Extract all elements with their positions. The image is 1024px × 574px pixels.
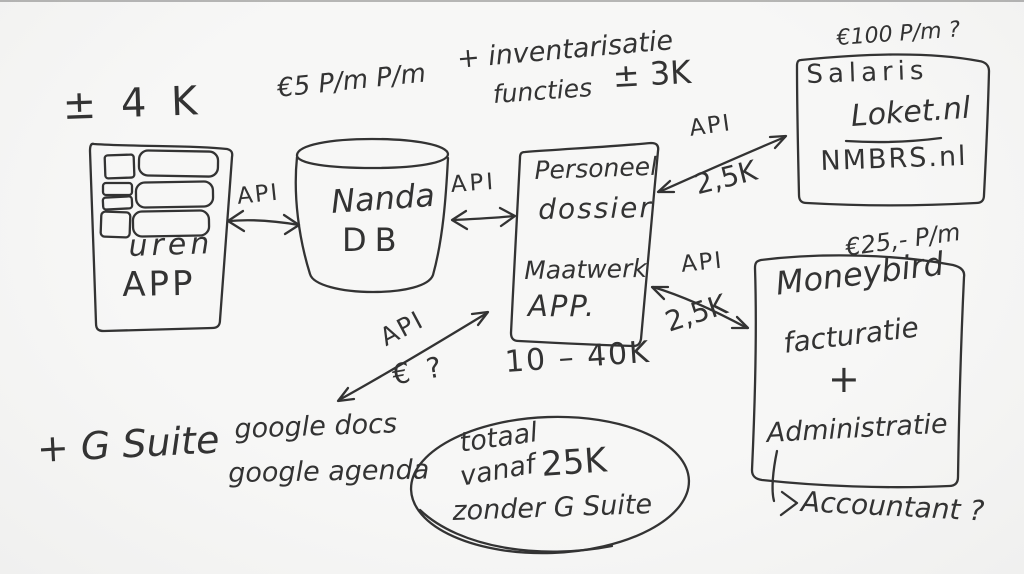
arrow-personeel-moneybird <box>651 285 749 330</box>
uren-app-label-line2: APP <box>121 263 196 305</box>
personeel-line3: Maatwerk <box>523 253 648 285</box>
arrow-db-personeel-head-left <box>450 209 469 231</box>
arrow-db-personeel-label: API <box>449 168 497 198</box>
arrow-personeel-google-head-left <box>336 386 356 403</box>
arrow-personeel-salaris-head-left <box>656 179 676 194</box>
arrow-uren-db-label: API <box>235 179 281 210</box>
uren-app-wireframe-cell <box>103 153 136 180</box>
arrow-uren-db <box>227 219 301 227</box>
uren-app-wireframe-bar <box>134 180 215 209</box>
moneybird-box <box>750 254 966 489</box>
db-cylinder-top <box>295 137 450 170</box>
arrow-db-personeel <box>451 214 516 222</box>
google-docs-label: google docs <box>233 408 398 445</box>
salaris-line3: NMBRS.nl <box>819 140 969 177</box>
salaris-box <box>795 53 991 207</box>
loket-underline <box>844 136 943 144</box>
arrow-personeel-moneybird-label: API <box>679 247 725 278</box>
total-circle-overdraw <box>418 508 614 553</box>
uren-app-box <box>88 142 234 333</box>
personeel-line1: Personeel <box>533 151 658 185</box>
accountant-elbow-arrow <box>771 449 779 503</box>
salaris-line2: Loket.nl <box>849 90 972 134</box>
inventarisatie-cost: ± 3K <box>611 52 693 95</box>
uren-app-wireframe-bar <box>131 209 211 238</box>
salaris-line1: Salaris <box>805 55 929 90</box>
total-line2b: 25K <box>539 440 608 485</box>
uren-app-label-line1: uren <box>127 226 214 264</box>
db-label-line1: Nanda <box>329 175 436 221</box>
db-cylinder-body <box>294 155 450 294</box>
inventarisatie-line2: functies <box>491 73 594 109</box>
uren-app-wireframe-cell <box>101 195 134 211</box>
moneybird-line3: + <box>828 357 860 401</box>
total-circle <box>409 415 691 555</box>
arrow-uren-db-head-left <box>226 209 246 233</box>
arrow-personeel-moneybird-head-left <box>650 285 670 301</box>
personeel-line2: dossier <box>537 191 654 226</box>
db-label-line2: DB <box>342 221 405 259</box>
accountant-elbow-arrowhead <box>779 490 799 517</box>
personeel-line4: APP. <box>528 289 597 323</box>
personeel-box <box>509 141 660 348</box>
uren-app-wireframe-bar <box>137 149 220 178</box>
arrow-uren-db-head-right <box>282 213 301 236</box>
arrow-personeel-moneybird-head-right <box>730 315 750 330</box>
uren-app-cost: ± 4 K <box>61 78 205 129</box>
google-agenda-label: google agenda <box>227 454 430 489</box>
arrow-personeel-salaris <box>657 135 787 194</box>
arrow-personeel-google <box>337 311 489 402</box>
gsuite-note: + G Suite <box>35 417 221 471</box>
arrow-db-personeel-head-right <box>498 206 517 228</box>
total-line3: zonder G Suite <box>451 489 653 527</box>
uren-app-wireframe-cell <box>99 210 132 239</box>
arrow-personeel-salaris-head-right <box>768 134 788 150</box>
uren-app-wireframe-cell <box>101 181 134 197</box>
arrow-personeel-google-head-right <box>470 310 490 327</box>
